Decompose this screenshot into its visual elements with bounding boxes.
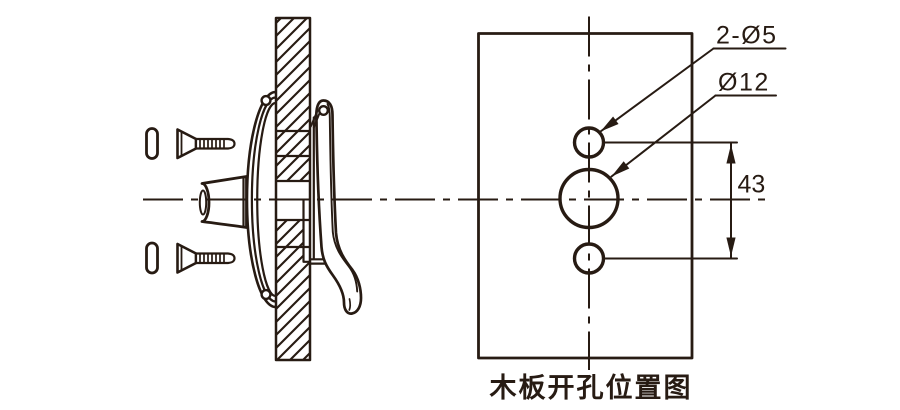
latch-arm-pivot xyxy=(318,104,330,116)
latch-knob xyxy=(198,175,248,229)
mounting-screw-top xyxy=(176,128,236,160)
latch-spring xyxy=(309,109,321,129)
drill-position-view: 43 2-Ø5 Ø12 木板开孔位置图 xyxy=(477,22,787,404)
leader-large-hole xyxy=(610,94,777,178)
callout-small-holes: 2-Ø5 xyxy=(716,22,778,50)
wood-board-section xyxy=(274,16,312,362)
flange-screw-hole-bottom xyxy=(260,288,272,301)
spacer-clip-top xyxy=(145,127,159,160)
panel-outline xyxy=(477,32,694,360)
latch-arm xyxy=(309,99,363,315)
leader-small-holes xyxy=(599,47,787,133)
latch-arm-edge-line xyxy=(326,103,359,293)
knob-face xyxy=(198,189,208,216)
flange-screw-hole-top xyxy=(260,94,272,107)
bolt-recess-lines xyxy=(302,199,311,263)
dimension-value-43: 43 xyxy=(738,171,766,199)
latch-side-view xyxy=(145,16,363,362)
callout-large-hole: Ø12 xyxy=(718,69,770,97)
drawing-caption: 木板开孔位置图 xyxy=(489,372,693,404)
latch-barrel-section-lines xyxy=(275,129,311,249)
spacer-clip-bottom xyxy=(145,241,159,275)
mounting-screw-bottom xyxy=(176,242,236,274)
